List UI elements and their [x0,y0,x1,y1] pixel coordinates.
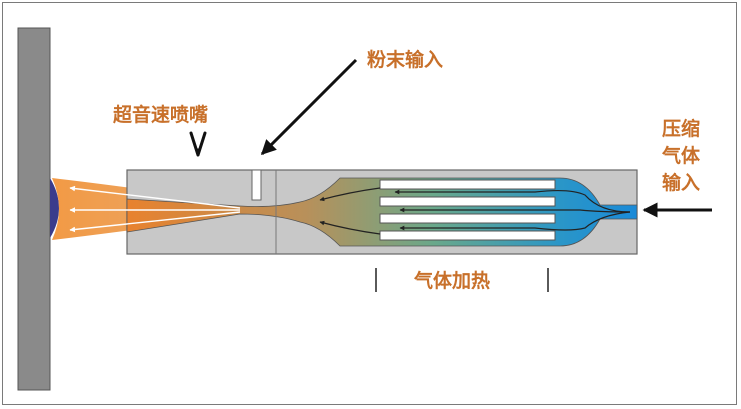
substrate-plate [17,27,51,391]
gas-heating-label: 气体加热 [413,269,490,292]
heating-bracket [375,268,549,292]
powder-input-label: 粉末输入 [367,48,443,71]
nozzle-pointer-arrow [189,131,207,157]
nozzle-label: 超音速喷嘴 [112,103,208,126]
gas-flow-arrows [319,187,631,235]
flow-channel [126,177,638,247]
powder-input-arrow [260,58,358,156]
coating-deposit [50,178,59,238]
heater-tubes [379,179,556,241]
powder-feed-slot [251,169,262,201]
gas-input-label-2: 气体 [661,144,701,167]
gas-input-label-1: 压缩 [662,117,700,140]
jet-arrows [69,185,241,233]
gas-input-label-3: 输入 [662,171,700,194]
